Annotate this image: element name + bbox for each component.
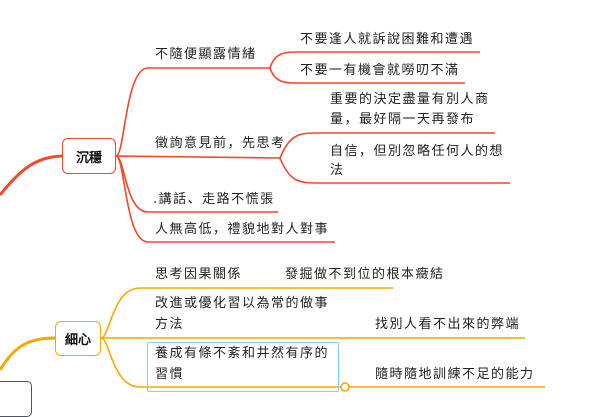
- subtopic[interactable]: 不要逢人就訴說困難和遭遇: [300, 32, 475, 47]
- subtopic[interactable]: 法: [330, 163, 345, 178]
- connector-lines: [0, 51, 545, 392]
- subtopic[interactable]: 自信，但別忽略任何人的想: [330, 144, 505, 159]
- topic-node-composure[interactable]: 沉穩: [62, 138, 116, 174]
- subtopic[interactable]: 量，最好隔一天再發布: [330, 112, 476, 127]
- subtopic[interactable]: 重要的決定盡量有別人商: [330, 92, 490, 107]
- subtopic-selected[interactable]: 養成有條不紊和井然有序的: [155, 346, 330, 361]
- subtopic[interactable]: 發掘做不到位的根本癥結: [285, 267, 445, 282]
- subtopic[interactable]: 方法: [155, 317, 185, 332]
- subtopic[interactable]: .講話、走路不慌張: [153, 192, 275, 207]
- selected-topic-frame[interactable]: [147, 342, 339, 392]
- subtopic-selected[interactable]: 習慣: [155, 367, 185, 382]
- topic-node-attentiveness[interactable]: 細心: [55, 321, 101, 356]
- subtopic[interactable]: 不隨便顯露情緒: [155, 47, 257, 62]
- subtopic[interactable]: 人無高低，禮貌地對人對事: [155, 222, 330, 237]
- central-node[interactable]: [0, 381, 32, 417]
- subtopic[interactable]: 找別人看不出來的弊端: [375, 317, 521, 332]
- subtopic[interactable]: 思考因果關係: [155, 267, 243, 282]
- subtopic[interactable]: 隨時隨地訓練不足的能力: [375, 367, 535, 382]
- subtopic[interactable]: 徵詢意見前，先思考: [155, 136, 286, 151]
- subtopic[interactable]: 不要一有機會就嘮叨不滿: [300, 63, 460, 78]
- subtopic[interactable]: 改進或優化習以為常的做事: [155, 296, 330, 311]
